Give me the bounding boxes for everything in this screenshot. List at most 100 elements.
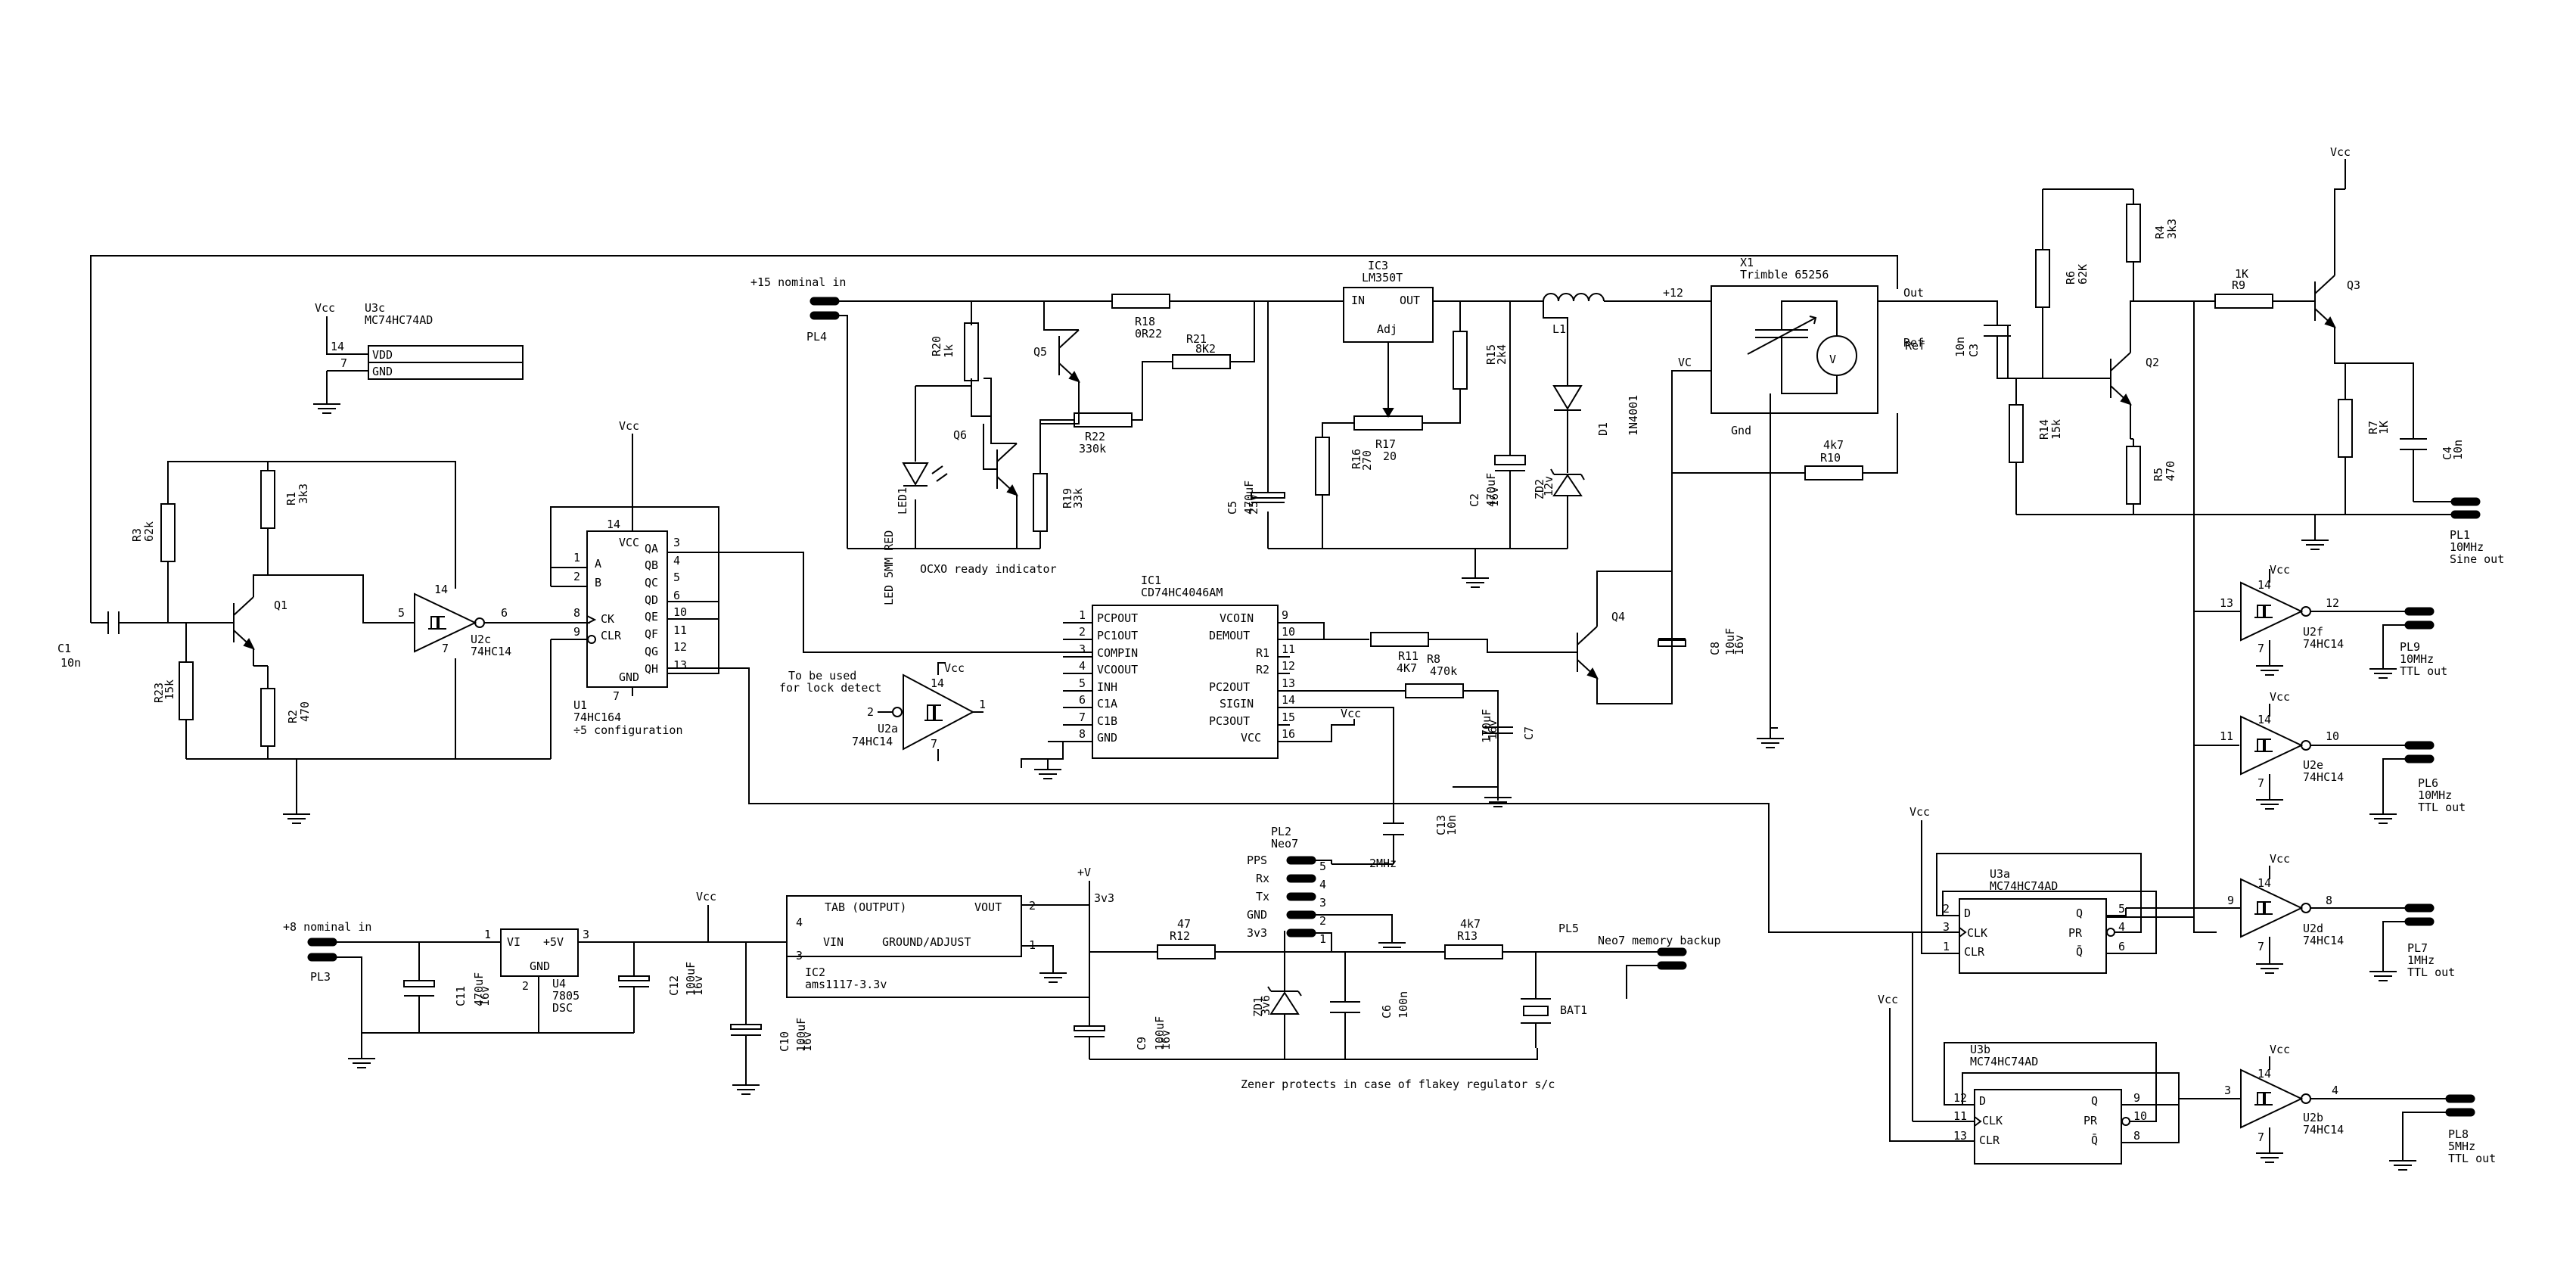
- svg-text:15k: 15k: [2049, 419, 2063, 440]
- svg-text:6: 6: [673, 589, 680, 602]
- svg-text:U3a: U3a: [1990, 867, 2010, 881]
- svg-text:74HC14: 74HC14: [2303, 1123, 2344, 1137]
- svg-text:3: 3: [1943, 920, 1950, 934]
- svg-text:1N4001: 1N4001: [1627, 395, 1640, 436]
- svg-text:R23: R23: [152, 683, 166, 703]
- svg-text:7: 7: [2257, 940, 2264, 953]
- svg-text:QB: QB: [645, 558, 658, 572]
- svg-text:3v3: 3v3: [1094, 891, 1114, 905]
- svg-text:Out: Out: [1903, 286, 1924, 300]
- svg-text:4: 4: [1319, 878, 1326, 891]
- svg-text:IN: IN: [1351, 294, 1365, 307]
- svg-text:Q4: Q4: [1611, 610, 1625, 624]
- svg-text:VOUT: VOUT: [974, 900, 1002, 914]
- svg-text:1: 1: [1319, 932, 1326, 946]
- svg-text:OCXO ready indicator: OCXO ready indicator: [920, 562, 1057, 576]
- svg-text:Vcc: Vcc: [2270, 563, 2290, 577]
- u1-shift-register: VCC GND 14 7 A B CK CLR 1 2 8 9 QA QB QC…: [550, 419, 1941, 933]
- svg-text:PL7: PL7: [2407, 941, 2428, 955]
- svg-text:9: 9: [1282, 608, 1288, 622]
- svg-text:U3b: U3b: [1970, 1043, 1990, 1056]
- svg-text:14: 14: [2257, 578, 2271, 592]
- svg-text:4k7: 4k7: [1823, 438, 1844, 452]
- svg-text:ams1117-3.3v: ams1117-3.3v: [805, 978, 887, 991]
- svg-text:470uF: 470uF: [1484, 473, 1498, 507]
- svg-text:R20: R20: [930, 336, 943, 356]
- svg-text:QA: QA: [645, 542, 658, 555]
- svg-text:VIN: VIN: [823, 935, 844, 949]
- svg-text:D1: D1: [1596, 422, 1610, 436]
- svg-text:Rx: Rx: [1256, 872, 1269, 885]
- svg-text:Gnd: Gnd: [1731, 424, 1751, 437]
- svg-text:VCC: VCC: [619, 536, 639, 549]
- svg-text:VI: VI: [507, 935, 520, 949]
- svg-text:6: 6: [1079, 693, 1086, 707]
- svg-text:7: 7: [2257, 1130, 2264, 1144]
- svg-text:470k: 470k: [1430, 664, 1457, 678]
- svg-text:5: 5: [2118, 902, 2125, 916]
- ic2-3v3-regulator: TAB (OUTPUT) VOUT VIN GROUND/ADJUST 4 2 …: [730, 866, 1538, 1095]
- svg-text:10n: 10n: [61, 656, 81, 670]
- u2a-lock-detect: Vcc 2 14 7 1 U2a 74HC14 To be used for l…: [779, 661, 986, 761]
- svg-text:R2: R2: [1256, 663, 1269, 676]
- svg-text:C3: C3: [1967, 344, 1981, 357]
- svg-text:Vcc: Vcc: [696, 890, 716, 903]
- svg-text:÷5 configuration: ÷5 configuration: [573, 723, 683, 737]
- svg-text:10n: 10n: [1445, 815, 1459, 835]
- svg-text:16v: 16v: [1487, 487, 1501, 507]
- svg-text:SIGIN: SIGIN: [1220, 697, 1254, 711]
- svg-text:R21: R21: [1186, 332, 1207, 346]
- svg-text:Vcc: Vcc: [2270, 852, 2290, 866]
- svg-text:C1A: C1A: [1097, 697, 1117, 711]
- svg-text:Ref: Ref: [1905, 339, 1925, 353]
- u3c-part: MC74HC74AD: [365, 313, 433, 327]
- svg-text:3v3: 3v3: [1247, 926, 1267, 940]
- svg-text:15: 15: [1282, 711, 1295, 724]
- svg-text:PC2OUT: PC2OUT: [1209, 680, 1250, 694]
- svg-text:13: 13: [2220, 596, 2233, 610]
- svg-text:4k7: 4k7: [1460, 917, 1481, 931]
- input-buffer-section: C1 10n R3 62k R23 15k Q1 R1 3k3 R2 470 U…: [57, 461, 590, 824]
- svg-text:Q̄: Q̄: [2076, 944, 2083, 959]
- svg-text:U2e: U2e: [2303, 758, 2323, 772]
- svg-text:IC2: IC2: [805, 966, 825, 979]
- svg-text:11: 11: [2220, 729, 2233, 743]
- svg-text:74HC14: 74HC14: [2303, 934, 2344, 947]
- svg-text:Q3: Q3: [2347, 278, 2360, 292]
- svg-text:5: 5: [1319, 860, 1326, 873]
- svg-text:7: 7: [2257, 776, 2264, 790]
- svg-text:Q1: Q1: [274, 599, 287, 612]
- svg-text:12v: 12v: [1542, 476, 1555, 496]
- svg-text:R3: R3: [130, 528, 144, 542]
- svg-text:270: 270: [1360, 450, 1374, 471]
- svg-text:Neo7 memory backup: Neo7 memory backup: [1598, 934, 1721, 947]
- svg-text:16v: 16v: [1159, 1030, 1173, 1050]
- svg-text:U1: U1: [573, 698, 587, 712]
- feedback-wire: [90, 255, 1898, 623]
- svg-text:10MHz: 10MHz: [2400, 652, 2434, 666]
- u3c-label: U3c: [365, 301, 385, 315]
- svg-text:U2f: U2f: [2303, 625, 2323, 639]
- svg-text:C2: C2: [1468, 493, 1481, 507]
- svg-text:PL5: PL5: [1558, 922, 1579, 935]
- svg-text:CK: CK: [601, 612, 614, 626]
- svg-text:PPS: PPS: [1247, 854, 1267, 867]
- svg-text:11: 11: [1953, 1109, 1967, 1123]
- svg-text:10: 10: [2326, 729, 2339, 743]
- svg-text:R22: R22: [1085, 430, 1105, 443]
- u3a-flip-flop: U3a MC74HC74AD D CLK CLR Q PR Q̄ 2 3 1 5…: [1909, 805, 2157, 974]
- svg-text:QG: QG: [645, 645, 658, 658]
- svg-text:4K7: 4K7: [1397, 661, 1417, 675]
- svg-text:1: 1: [484, 928, 491, 941]
- svg-text:C6: C6: [1380, 1005, 1394, 1018]
- svg-text:IC1: IC1: [1141, 574, 1161, 587]
- svg-text:Vcc: Vcc: [619, 419, 639, 433]
- svg-text:14: 14: [2257, 713, 2271, 726]
- svg-text:LED1: LED1: [896, 487, 909, 515]
- svg-text:1k: 1k: [942, 344, 956, 358]
- svg-text:R13: R13: [1457, 929, 1478, 943]
- svg-text:PL4: PL4: [806, 330, 827, 344]
- svg-text:1K: 1K: [2235, 267, 2248, 281]
- svg-text:25v: 25v: [1247, 494, 1260, 515]
- svg-text:10: 10: [1282, 625, 1295, 639]
